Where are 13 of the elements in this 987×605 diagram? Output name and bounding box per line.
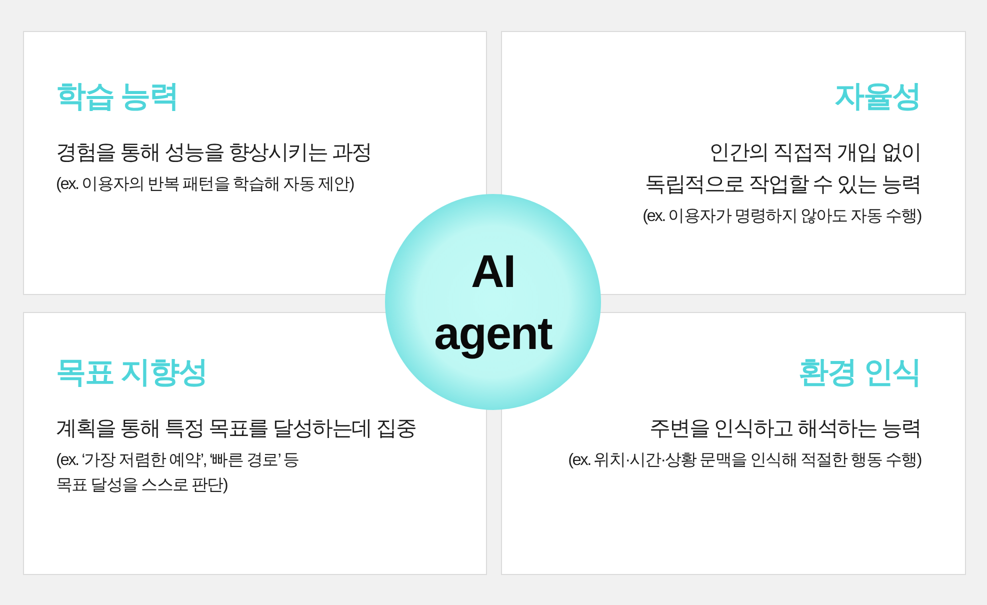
card-text: 인간의 직접적 개입 없이 독립적으로 작업할 수 있는 능력: [645, 141, 921, 196]
card-text: 계획을 통해 특정 목표를 달성하는데 집중: [56, 417, 416, 440]
card-heading: 자율성: [834, 80, 921, 113]
circle-label: AI agent: [433, 244, 554, 361]
card-heading: 환경 인식: [798, 356, 921, 389]
example-text: (ex. 위치·시간·상황 문맥을 인식해 적절한 행동 수행): [568, 451, 921, 469]
example-text: (ex. 이용자의 반복 패턴을 학습해 자동 제안): [56, 175, 354, 193]
card-heading: 목표 지향성: [56, 356, 208, 389]
example-text: (ex. 이용자가 명령하지 않아도 자동 수행): [642, 207, 921, 225]
example-text: (ex. ‘가장 저렴한 예약’, ‘빠른 경로’ 등 목표 달성을 스스로 판단): [56, 451, 299, 494]
card-heading: 학습 능력: [56, 80, 178, 113]
card-text: 경험을 통해 성능을 향상시키는 과정: [56, 141, 372, 164]
card-text: 주변을 인식하고 해석하는 능력: [650, 417, 921, 440]
